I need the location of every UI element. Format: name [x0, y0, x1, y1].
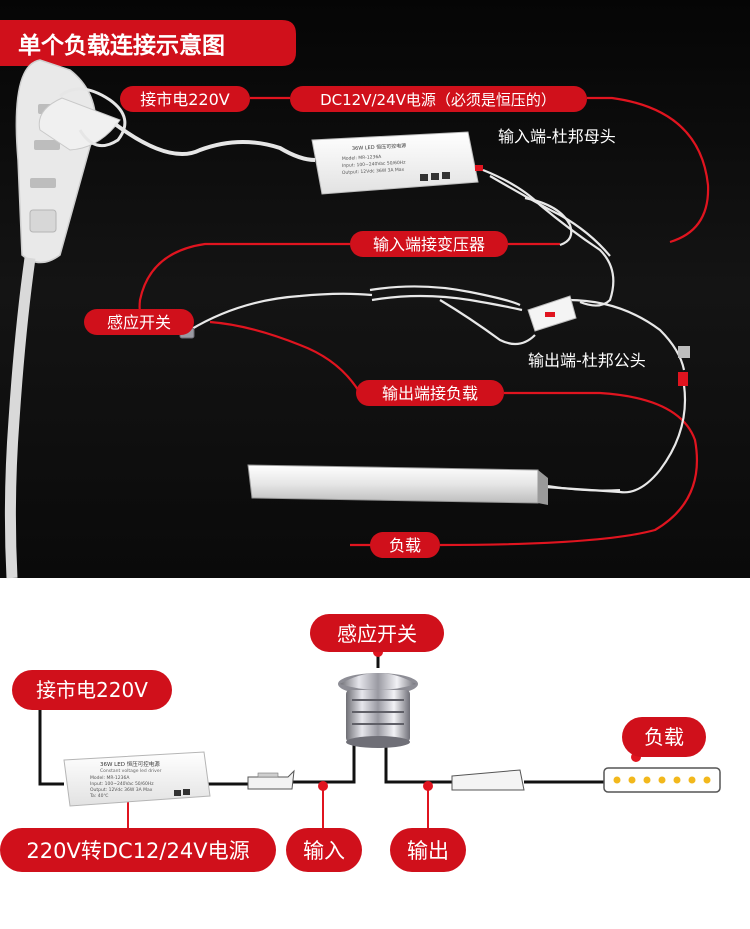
photo-label-power-supply: DC12V/24V电源（必须是恒压的）: [290, 86, 587, 112]
photo-label-load: 负载: [370, 532, 440, 558]
power-plug: [38, 87, 316, 162]
schematic-input-connector: [247, 769, 295, 790]
photo-label-output-to-load: 输出端接负载: [356, 380, 504, 406]
photo-label-mains-text: 接市电220V: [140, 90, 230, 109]
schematic-label-mains-text: 接市电220V: [36, 678, 148, 702]
schematic-driver-box: 36W LED 恒压可控电源 Constant voltage led driv…: [63, 751, 211, 807]
schematic-driver-ta: Ta: 40℃: [89, 793, 109, 799]
photo-label-sensor-text: 感应开关: [107, 313, 171, 332]
schematic-label-output-text: 输出: [407, 839, 449, 863]
photo-label-load-text: 负载: [389, 536, 421, 555]
photo-led-bar: [247, 464, 621, 505]
photo-label-power-supply-text: DC12V/24V电源（必须是恒压的）: [320, 91, 556, 109]
schematic-label-converter: 220V转DC12/24V电源: [0, 828, 276, 872]
schematic-driver-heading: 36W LED 恒压可控电源: [100, 760, 160, 768]
photo-label-sensor: 感应开关: [84, 309, 194, 335]
schematic-driver-subheading: Constant voltage led driver: [100, 768, 162, 774]
photo-driver-heading: 36W LED 恒压可控电源: [352, 142, 407, 152]
photo-driver-input: Input: 100~240Vac 50/60Hz: [342, 160, 407, 169]
photo-output-connector: [678, 346, 690, 386]
schematic-label-input-text: 输入: [303, 839, 345, 863]
schematic-driver-output: Output: 12Vdc 36W 3A Max: [90, 787, 153, 793]
page-title: 单个负载连接示意图: [18, 32, 225, 59]
schematic-label-load: 负载: [622, 717, 706, 757]
schematic-label-converter-text: 220V转DC12/24V电源: [26, 839, 249, 863]
schematic-label-output: 输出: [390, 828, 466, 872]
photo-cables: [189, 168, 687, 494]
photo-label-input-to-transformer: 输入端接变压器: [350, 231, 508, 257]
schematic-sensor-switch: [338, 673, 418, 748]
title-banner: [0, 20, 296, 66]
photo-label-input-to-transformer-text: 输入端接变压器: [373, 235, 485, 254]
schematic-label-mains: 接市电220V: [12, 670, 172, 710]
schematic-led-strip: [603, 767, 721, 793]
schematic-label-load-text: 负载: [644, 725, 684, 749]
schematic-label-sensor: 感应开关: [310, 614, 444, 652]
photo-label-output-to-load-text: 输出端接负载: [382, 384, 478, 403]
photo-label-mains: 接市电220V: [120, 86, 250, 112]
schematic-label-input: 输入: [286, 828, 362, 872]
photo-label-output-male: 输出端-杜邦公头: [528, 351, 646, 370]
photo-sensor-module: [527, 295, 577, 332]
photo-label-input-female: 输入端-杜邦母头: [498, 127, 616, 146]
schematic-output-connector: [451, 769, 525, 791]
schematic-driver-input: Input: 100~240Vac 50/60Hz: [90, 781, 154, 787]
photo-driver-box: 36W LED 恒压可控电源 Model: MR-1236A Input: 10…: [311, 131, 483, 195]
schematic-label-sensor-text: 感应开关: [337, 622, 417, 646]
photo-driver-model: Model: MR-1236A: [342, 154, 383, 162]
schematic-driver-model: Model: MR-1236A: [90, 775, 130, 781]
photo-driver-output: Output: 12Vdc 36W 3A Max: [342, 167, 405, 176]
